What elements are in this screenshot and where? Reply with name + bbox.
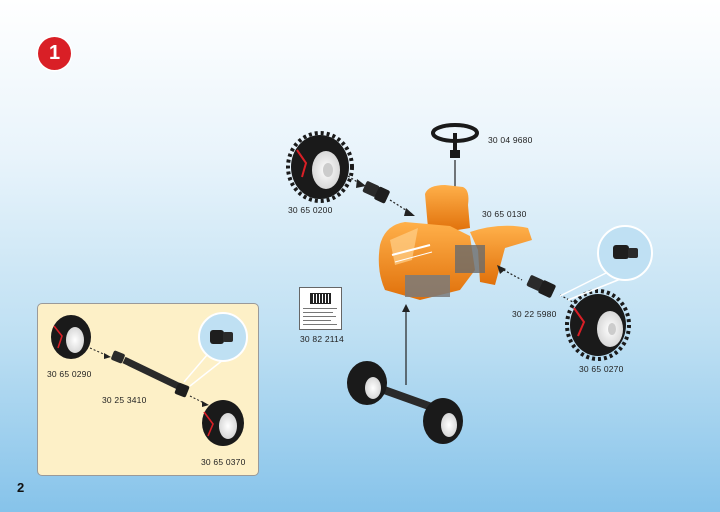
inset-wheel-top: [51, 315, 91, 359]
part-number-rear-wheel-left: 30 65 0200: [288, 205, 333, 215]
rear-axle-right: [497, 265, 583, 308]
part-number-inset-axle: 30 25 3410: [102, 395, 147, 405]
inset-illustration: [51, 312, 248, 446]
tractor-body: [378, 185, 532, 300]
hub-connector-left: [347, 175, 415, 216]
part-number-sticker: 30 82 2114: [300, 334, 344, 344]
barcode-icon: [310, 293, 331, 304]
part-number-body: 30 65 0130: [482, 209, 527, 219]
rear-wheel-left: [286, 131, 354, 203]
sticker-label: [299, 287, 342, 330]
part-number-inset-wheel-top: 30 65 0290: [47, 369, 92, 379]
inset-axle: [111, 350, 190, 398]
inset-detail-magnifier: [183, 312, 248, 387]
part-number-steering-wheel: 30 04 9680: [488, 135, 533, 145]
part-number-rear-wheel-right: 30 65 0270: [579, 364, 624, 374]
part-number-rear-axle-right: 30 22 5980: [512, 309, 557, 319]
rear-wheel-right: [565, 289, 631, 361]
front-axle-assembly: [347, 304, 463, 444]
inset-wheel-bottom: [202, 400, 244, 446]
part-number-inset-wheel-bottom: 30 65 0370: [201, 457, 246, 467]
step-number-badge: 1: [38, 37, 71, 70]
page-number: 2: [17, 480, 25, 495]
inset-panel: 30 65 0290 30 25 3410 30 65 0370: [37, 303, 259, 476]
detail-magnifier-right: [559, 225, 653, 301]
